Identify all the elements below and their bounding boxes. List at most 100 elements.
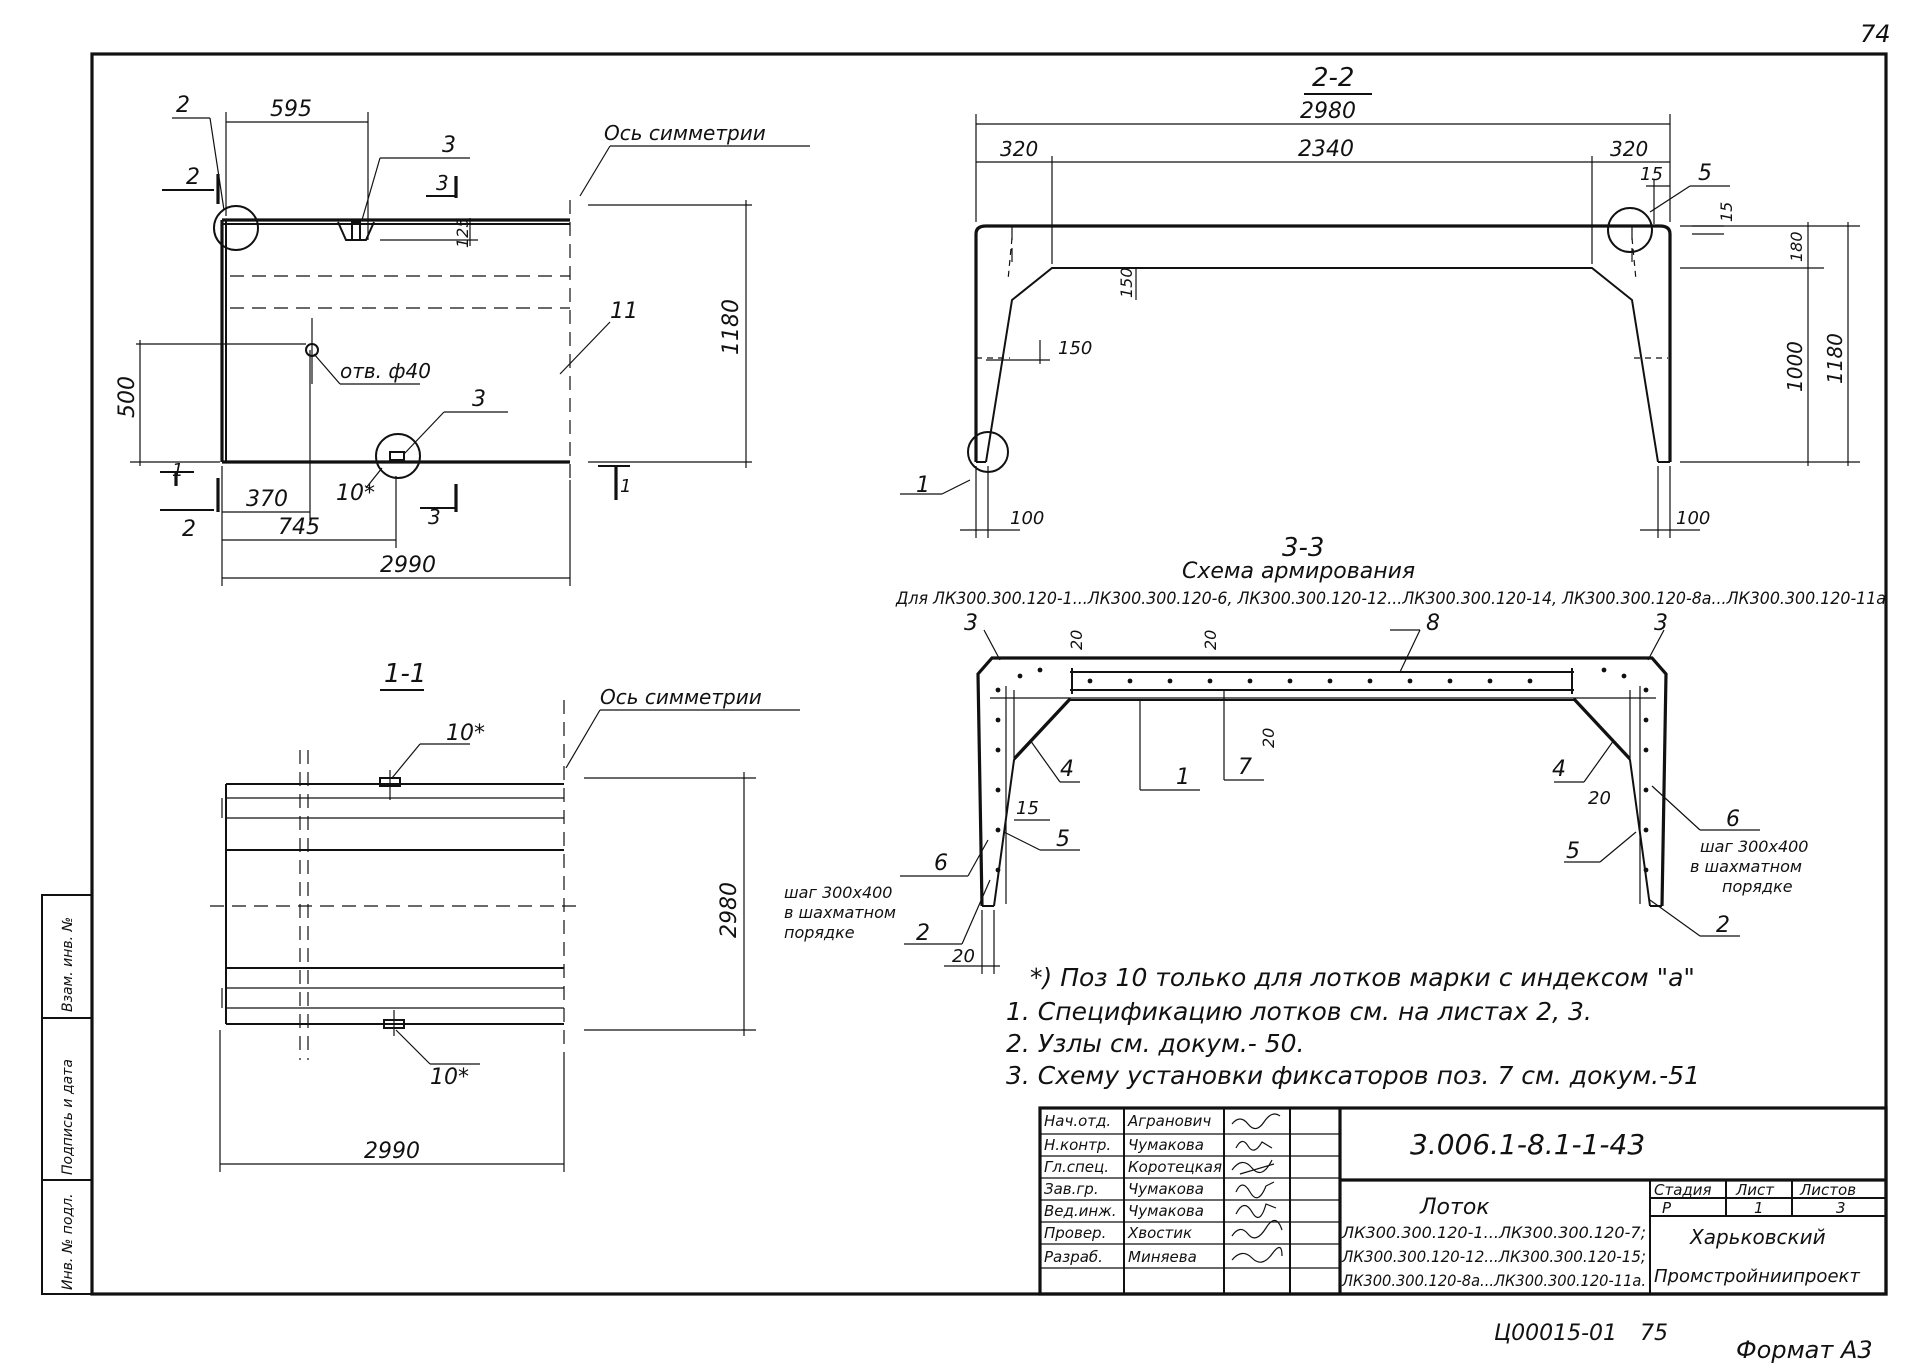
- plan-pos-11: 11: [610, 299, 638, 324]
- section-3-3-title: 3-3: [1282, 533, 1324, 563]
- section-3-3-dim-20-b: 20: [1201, 630, 1220, 650]
- section-3-3-pos-4-left: 4: [1060, 757, 1074, 782]
- plan-sec1-left: 1: [172, 460, 183, 481]
- note-1: 1. Спецификацию лотков см. на листах 2, …: [1006, 997, 1592, 1026]
- name-5: Хвостик: [1127, 1224, 1192, 1242]
- role-4: Вед.инж.: [1044, 1202, 1117, 1220]
- section-3-3-dim-20-e: 20: [952, 946, 975, 967]
- section-3-3-pos-3-right: 3: [1654, 611, 1668, 636]
- footer-code: Ц00015-01: [1494, 1321, 1617, 1346]
- section-3-3-dim-20-d: 20: [1588, 788, 1611, 809]
- sheets-label: Листов: [1799, 1181, 1856, 1199]
- section-1-1: 1-1 10* 10* Ось симметрии: [210, 659, 800, 1172]
- notes: *) Поз 10 только для лотков марки с инде…: [1006, 963, 1700, 1090]
- section-2-2-title: 2-2: [1312, 63, 1354, 93]
- section-3-3-dim-15: 15: [1016, 798, 1039, 819]
- name-3: Чумакова: [1128, 1180, 1204, 1198]
- section-2-2-dim-320-left: 320: [1000, 137, 1038, 161]
- stage-label: Стадия: [1654, 1181, 1712, 1199]
- side-stamp-label-2: Подпись и дата: [60, 1059, 76, 1175]
- org-line-2: Промстройниипроект: [1654, 1266, 1860, 1287]
- plan-sec2-bot: 2: [182, 517, 196, 542]
- section-2-2-dim-150-a: 150: [1117, 267, 1136, 298]
- section-3-3-step-left-1: шаг 300х400: [784, 883, 892, 902]
- role-5: Провер.: [1044, 1224, 1106, 1242]
- product-line-1: ЛК300.300.120-12...ЛК300.300.120-15;: [1341, 1247, 1646, 1266]
- section-3-3-pos-2-right: 2: [1716, 913, 1730, 938]
- page-number: 74: [1860, 20, 1891, 48]
- section-3-3-pos-7: 7: [1238, 755, 1252, 780]
- note-0: *) Поз 10 только для лотков марки с инде…: [1030, 963, 1695, 992]
- side-stamp: Инв. № подл. Подпись и дата Взам. инв. №: [41, 894, 93, 1295]
- plan-pos-2: 2: [176, 93, 190, 118]
- plan-hole-label: отв. ф40: [340, 359, 431, 383]
- plan-pos-10: 10*: [336, 481, 375, 506]
- title-block-roles: Нач.отд. Агранович Н.контр. Чумакова Гл.…: [1044, 1112, 1222, 1266]
- role-3: Зав.гр.: [1044, 1180, 1099, 1198]
- plan-dim-595: 595: [270, 97, 312, 122]
- section-3-3-pos-8: 8: [1426, 611, 1440, 636]
- plan-dim-2990: 2990: [380, 553, 436, 578]
- stage-value: Р: [1662, 1199, 1672, 1217]
- section-1-1-dim-2980: 2980: [717, 882, 742, 938]
- section-3-3-pos-1: 1: [1176, 765, 1190, 790]
- plan-sec1-right: 1: [620, 476, 631, 497]
- side-stamp-label-1: Инв. № подл.: [60, 1193, 76, 1290]
- plan-axis-label: Ось симметрии: [604, 121, 766, 145]
- section-2-2-dim-320-right: 320: [1610, 137, 1648, 161]
- section-3-3-step-left-2: в шахматном: [784, 903, 896, 922]
- section-2-2-dim-2340: 2340: [1298, 137, 1354, 162]
- title-block: Нач.отд. Агранович Н.контр. Чумакова Гл.…: [1038, 1106, 1888, 1296]
- name-6: Миняева: [1128, 1248, 1197, 1266]
- section-3-3-step-left-3: порядке: [784, 923, 855, 942]
- section-1-1-pos-10-bot: 10*: [430, 1065, 469, 1090]
- section-2-2-dim-1180: 1180: [1823, 333, 1847, 384]
- section-3-3-step-right-2: в шахматном: [1690, 857, 1802, 876]
- name-0: Агранович: [1127, 1112, 1211, 1130]
- format-label: Формат A3: [1736, 1336, 1873, 1364]
- section-3-3-pos-5-right: 5: [1566, 839, 1580, 864]
- section-3-3-pos-4-right: 4: [1552, 757, 1566, 782]
- section-2-2-dim-15-b: 15: [1717, 202, 1736, 222]
- section-3-3-dim-20-a: 20: [1067, 630, 1086, 650]
- note-3: 3. Схему установки фиксаторов поз. 7 см.…: [1006, 1061, 1700, 1090]
- plan-dim-500: 500: [115, 376, 140, 418]
- section-1-1-title: 1-1: [384, 659, 426, 689]
- section-3-3-pos-3-left: 3: [964, 611, 978, 636]
- product-line-0: ЛК300.300.120-1...ЛК300.300.120-7;: [1341, 1223, 1646, 1242]
- footer-page: 75: [1640, 1321, 1668, 1346]
- signatures: [1231, 1113, 1283, 1263]
- plan-sec2-top: 2: [186, 165, 200, 190]
- section-2-2-dim-100-left: 100: [1010, 508, 1044, 529]
- section-2-2-dim-15-a: 15: [1640, 164, 1663, 185]
- plan-pos-3a: 3: [442, 133, 456, 158]
- plan-dim-370: 370: [246, 487, 288, 512]
- doc-code: 3.006.1-8.1-1-43: [1410, 1128, 1645, 1161]
- plan-dim-1180: 1180: [719, 299, 744, 355]
- section-1-1-pos-10-top: 10*: [446, 721, 485, 746]
- section-3-3-pos-6-left: 6: [934, 851, 948, 876]
- section-3-3-step-right-3: порядке: [1722, 877, 1793, 896]
- section-3-3-pos-5-left: 5: [1056, 827, 1070, 852]
- section-3-3-pos-2-left: 2: [916, 921, 930, 946]
- section-2-2-dim-1000: 1000: [1783, 341, 1807, 392]
- plan-dim-125: 125: [453, 217, 472, 248]
- role-6: Разраб.: [1044, 1248, 1103, 1266]
- product-title: Лоток: [1419, 1195, 1490, 1220]
- section-3-3-subtitle: Схема армирования: [1182, 559, 1415, 584]
- role-1: Н.контр.: [1044, 1136, 1111, 1154]
- section-2-2-pos-5: 5: [1698, 161, 1712, 186]
- section-3-3-dim-20-c: 20: [1259, 728, 1278, 748]
- sheet-frame: [90, 52, 1888, 1296]
- role-2: Гл.спец.: [1044, 1158, 1109, 1176]
- name-2: Коротецкая: [1128, 1158, 1222, 1176]
- plan-dim-745: 745: [278, 515, 320, 540]
- org-line-1: Харьковский: [1689, 1225, 1826, 1249]
- note-2: 2. Узлы см. докум.- 50.: [1006, 1029, 1305, 1058]
- side-stamp-label-3: Взам. инв. №: [60, 917, 76, 1012]
- sheet-value: 1: [1754, 1199, 1764, 1217]
- name-1: Чумакова: [1128, 1136, 1204, 1154]
- sheet-label: Лист: [1735, 1181, 1775, 1199]
- section-3-3-applies-to: Для ЛК300.300.120-1...ЛК300.300.120-6, Л…: [895, 589, 1886, 609]
